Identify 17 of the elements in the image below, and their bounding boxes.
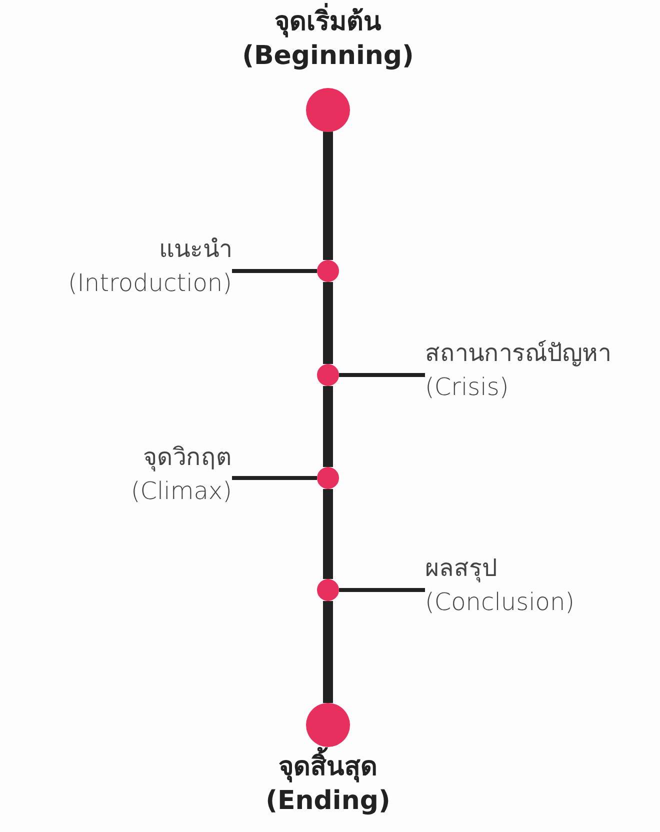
stage-label: สถานการณ์ปัญหา (Crisis) [425,337,611,404]
leader-line [339,588,425,592]
timeline-line [323,132,333,260]
timeline-line [323,386,333,467]
stage-label: แนะนำ (Introduction) [68,233,232,300]
milestone-dot [317,467,339,489]
stage-label: ผลสรุป (Conclusion) [425,552,575,620]
timeline-line [323,489,333,579]
leader-line [232,476,317,480]
leader-line [339,373,425,377]
stage-label: จุดวิกฤต (Climax) [130,441,232,508]
milestone-dot [317,364,339,386]
milestone-dot [317,579,339,601]
milestone-dot [317,260,339,282]
timeline-line [323,282,333,364]
leader-line [232,269,317,273]
timeline-line [323,601,333,703]
